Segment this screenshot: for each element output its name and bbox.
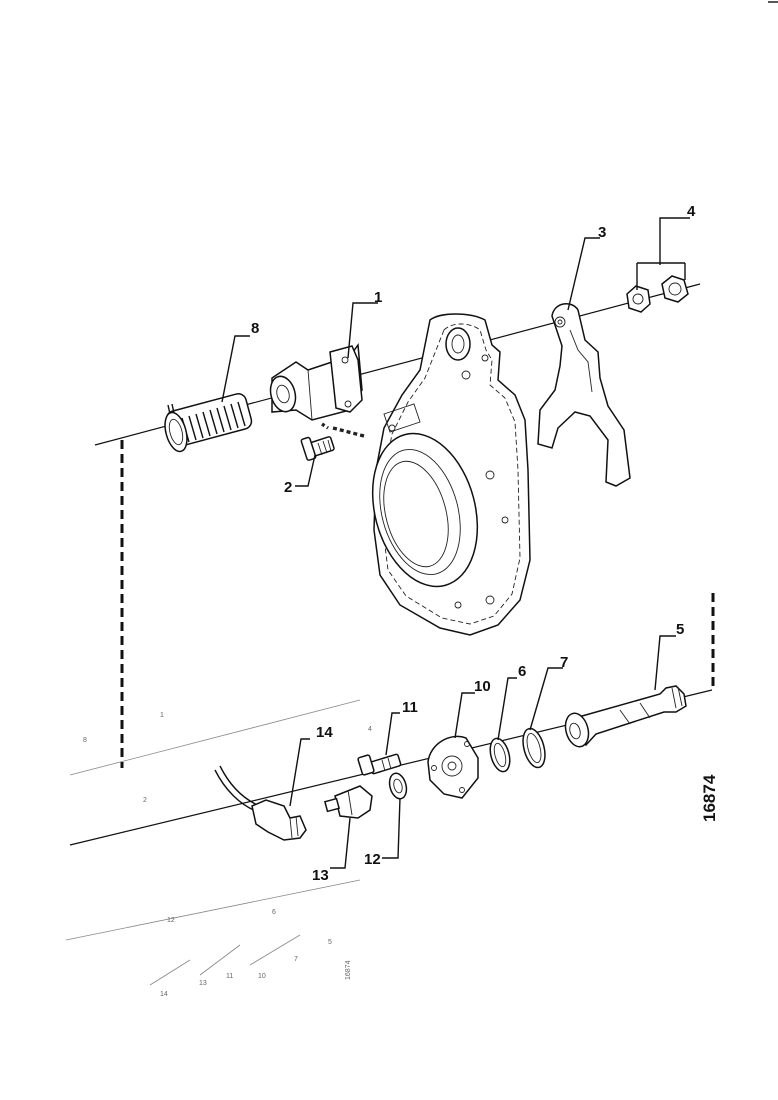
bleed-label-8: 8 [83,737,87,744]
switch-part-13 [323,785,373,819]
o-ring-part-6 [489,737,511,773]
callout-8: 8 [251,320,259,337]
callout-3: 3 [598,224,606,241]
bolt-part-2 [300,436,335,461]
shaft-part-5 [564,685,687,748]
callout-11: 11 [402,699,418,716]
o-ring-part-7 [522,727,546,769]
bleed-label-12: 12 [167,917,175,924]
bleed-through-artwork: 8 1 2 4 6 7 5 12 13 11 14 10 16874 [65,699,372,998]
connector-part-14 [214,765,307,841]
bleed-label-5: 5 [328,939,332,946]
bleed-drawing-number: 16874 [345,960,352,980]
hatch-marker [321,422,365,438]
callout-4: 4 [687,203,696,220]
callout-10: 10 [474,678,491,695]
drawing-number: 16874 [700,774,719,822]
cylinder-part-1 [269,342,363,421]
nut-washer-part-4 [626,275,689,313]
bleed-label-14: 14 [160,991,168,998]
flange-part-10 [427,735,479,799]
callout-2: 2 [284,479,292,496]
callout-5: 5 [676,621,684,638]
bleed-label-10: 10 [258,973,266,980]
callout-6: 6 [518,663,526,680]
leader-lines [221,217,690,869]
bolt-part-11 [357,753,402,776]
bleed-label-6: 6 [272,909,276,916]
bleed-label-13: 13 [199,980,207,987]
dashed-connector [120,440,715,768]
housing [371,313,531,636]
spring-part-8 [164,393,253,453]
bleed-label-7: 7 [294,956,298,963]
washer-part-12 [388,772,408,800]
bleed-label-1: 1 [160,712,164,719]
callout-labels: 1 2 3 4 5 6 7 8 10 11 12 13 14 [251,203,696,884]
callout-13: 13 [312,867,329,884]
bleed-label-11: 11 [226,973,233,980]
callout-7: 7 [560,654,568,671]
callout-12: 12 [364,851,381,868]
callout-14: 14 [316,724,333,741]
callout-1: 1 [374,289,382,306]
bleed-label-4: 4 [368,726,372,733]
release-fork-part-3 [537,303,631,487]
bleed-label-2: 2 [143,797,147,804]
